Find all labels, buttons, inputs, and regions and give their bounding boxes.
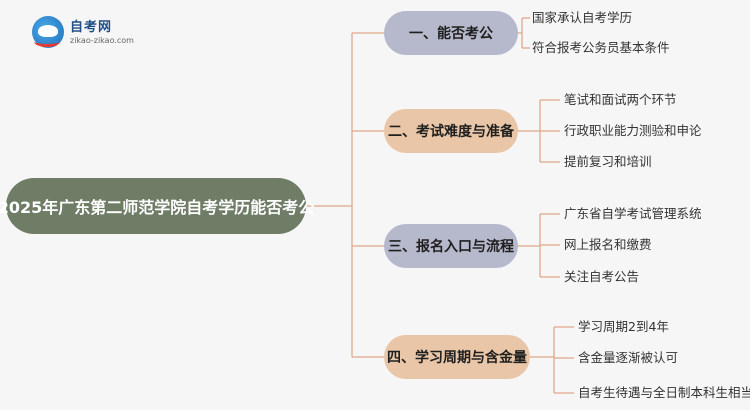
leaf-node: 自考生待遇与全日制本科生相当: [578, 385, 750, 400]
leaf-node: 关注自考公告: [564, 269, 640, 284]
leaf-spine-3: [518, 214, 541, 277]
leaf-node: 符合报考公务员基本条件: [532, 40, 670, 55]
leaf-node: 含金量逐渐被认可: [578, 350, 679, 365]
root-node: 2025年广东第二师范学院自考学历能否考公: [0, 178, 314, 234]
site-logo[interactable]: 自考网 zikao-zikao.com: [32, 16, 152, 52]
logo-name: 自考网: [70, 20, 113, 35]
branch-node-4: 四、学习周期与含金量: [384, 335, 530, 379]
leaf-spine-1: [518, 18, 523, 48]
graduation-cap-icon: [32, 16, 64, 48]
branch-node-1: 一、能否考公: [384, 11, 518, 55]
branch-node-2: 二、考试难度与准备: [384, 109, 518, 153]
leaf-node: 网上报名和缴费: [564, 237, 652, 252]
leaf-node: 行政职业能力测验和申论: [564, 123, 702, 138]
leaf-node: 笔试和面试两个环节: [564, 92, 677, 107]
leaf-node: 广东省自学考试管理系统: [564, 206, 702, 221]
leaf-node: 提前复习和培训: [564, 154, 652, 169]
branch-node-3: 三、报名入口与流程: [384, 224, 518, 268]
logo-url: zikao-zikao.com: [70, 36, 134, 45]
leaf-spine-4: [530, 327, 555, 393]
leaf-spine-2: [518, 100, 541, 162]
leaf-node: 学习周期2到4年: [578, 319, 669, 334]
leaf-node: 国家承认自考学历: [532, 10, 633, 25]
